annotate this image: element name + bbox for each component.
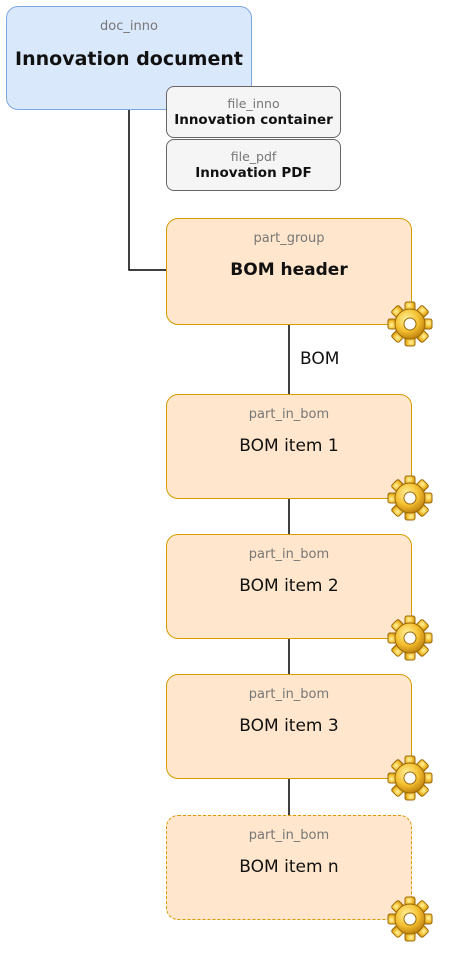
gear-icon [387, 615, 433, 661]
node-type: part_in_bom [248, 828, 330, 843]
node-type: file_pdf [230, 149, 277, 164]
node-label: BOM item 3 [239, 716, 339, 736]
node-label: BOM item 2 [239, 576, 339, 596]
node-label: Innovation document [15, 48, 243, 70]
node-label: Innovation container [174, 112, 333, 128]
node-type: file_inno [227, 96, 280, 111]
node-label: BOM header [230, 260, 348, 280]
node-label: BOM item 1 [239, 436, 339, 456]
file-inno-node[interactable]: file_inno Innovation container [166, 86, 341, 138]
gear-icon [387, 301, 433, 347]
doc-to-header-connector [128, 110, 166, 271]
bom-edge-label: BOM [300, 349, 340, 369]
bom-item-node[interactable]: part_in_bom BOM item 1 [166, 394, 412, 499]
bom-item-node-dashed[interactable]: part_in_bom BOM item n [166, 815, 412, 920]
node-type: part_in_bom [248, 687, 330, 702]
node-label: Innovation PDF [195, 165, 312, 181]
gear-icon [387, 475, 433, 521]
node-type: doc_inno [100, 19, 158, 34]
gear-icon [387, 755, 433, 801]
node-type: part_in_bom [248, 547, 330, 562]
node-type: part_group [253, 231, 325, 246]
gear-icon [387, 896, 433, 942]
file-pdf-node[interactable]: file_pdf Innovation PDF [166, 139, 341, 191]
node-type: part_in_bom [248, 407, 330, 422]
bom-item-node[interactable]: part_in_bom BOM item 2 [166, 534, 412, 639]
bom-item-node[interactable]: part_in_bom BOM item 3 [166, 674, 412, 779]
bom-header-node[interactable]: part_group BOM header [166, 218, 412, 325]
node-label: BOM item n [239, 857, 339, 877]
